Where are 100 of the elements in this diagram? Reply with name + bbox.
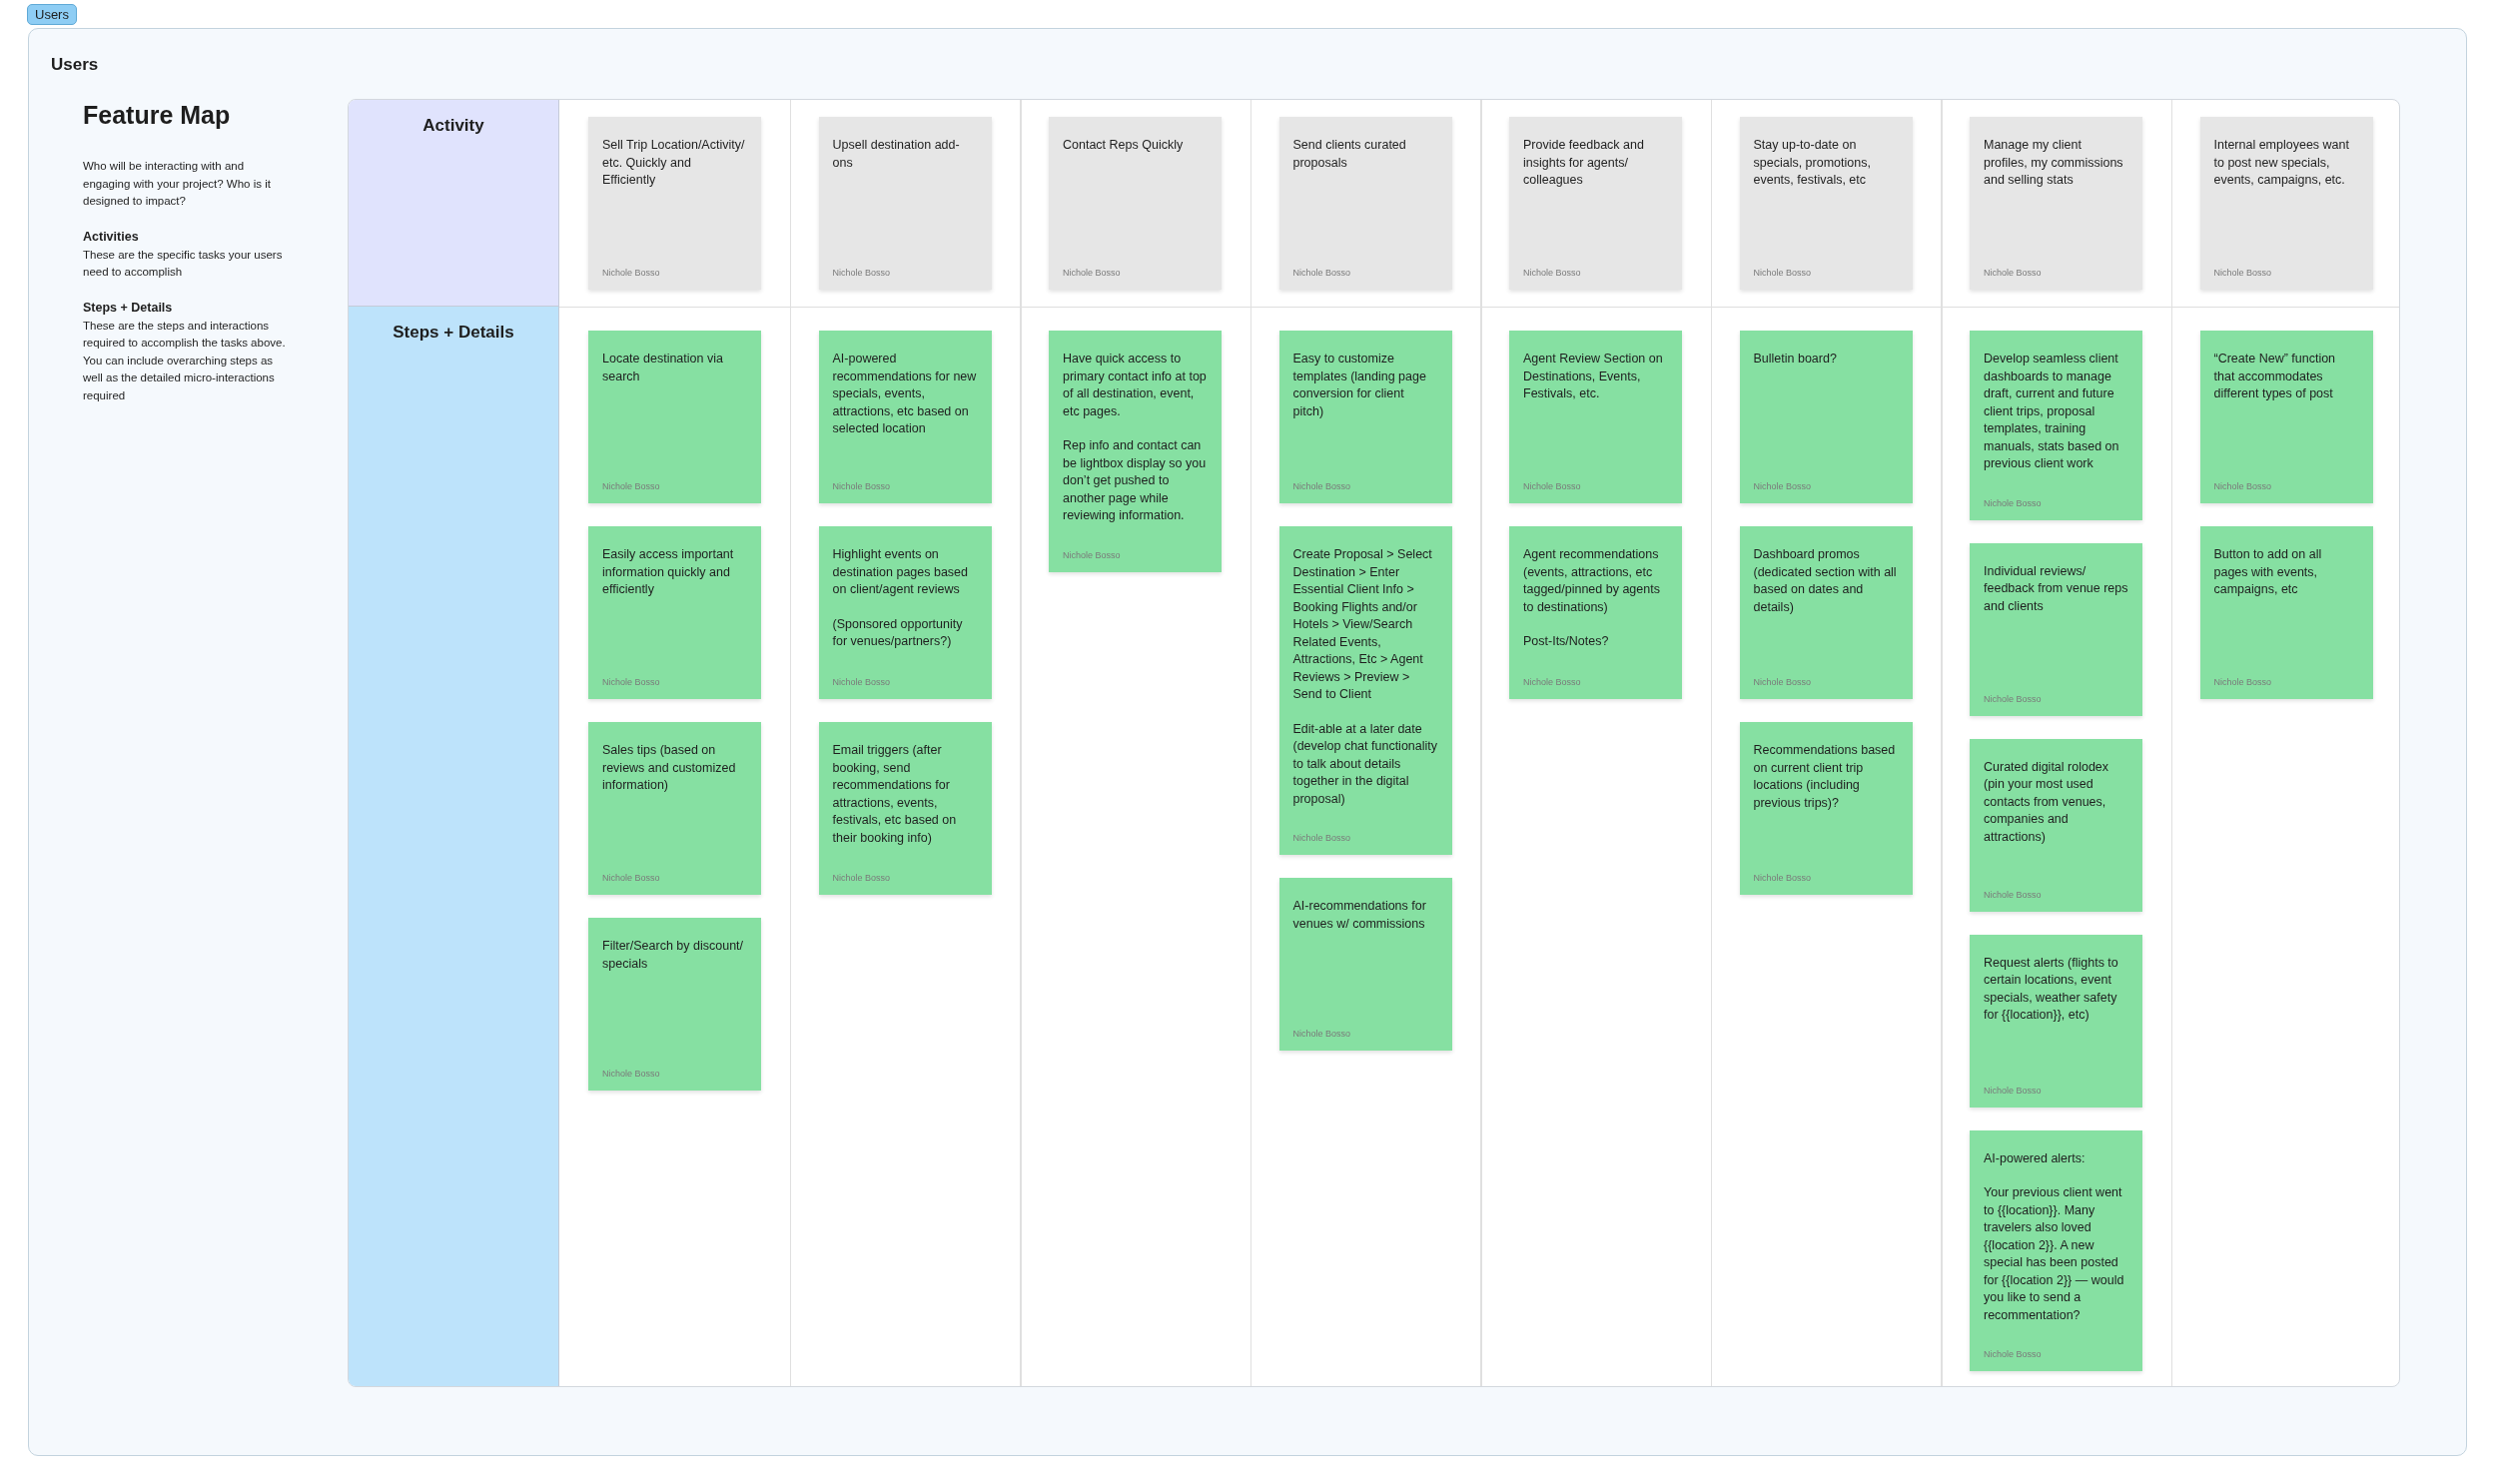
author-name: Nichole Bosso xyxy=(832,267,892,278)
row-header-title: Steps + Details xyxy=(392,323,515,343)
note-text: Curated digital rolodex (pin your most used contacts from venues, companies and attractions) xyxy=(1984,758,2110,846)
sticky-note xyxy=(1739,117,1913,290)
author-name: Nichole Bosso xyxy=(832,872,892,883)
sticky-note xyxy=(1509,526,1682,699)
sticky-note xyxy=(1970,117,2142,290)
sticky-note xyxy=(818,331,992,503)
note-text: Sales tips (based on reviews and customized information) xyxy=(602,742,737,794)
note-text: Individual reviews/ feedback from venue reps and clients xyxy=(1984,562,2128,615)
note-text: Your previous client went to {{location}}. Many travelers also loved {{location 2}}. A new special has been posted for {{location 2}} — would you like to send a recommentation? xyxy=(1984,1184,2125,1324)
note-text: Develop seamless client dashboards to manage draft, current and future client trips, proposal templates, training manuals, stats based on previous client work xyxy=(1984,351,2120,472)
sticky-note xyxy=(1049,117,1222,290)
author-name: Nichole Bosso xyxy=(1063,267,1122,278)
author-name: Nichole Bosso xyxy=(2213,676,2273,687)
sticky-note xyxy=(1278,117,1452,290)
note-text: Have quick access to primary contact info at top of all destination, event, etc pages. xyxy=(1063,351,1208,420)
sticky-note xyxy=(1509,117,1682,290)
sticky-note xyxy=(2199,117,2373,290)
note-text: Bulletin board? xyxy=(1753,351,1838,368)
author-name: Nichole Bosso xyxy=(1292,480,1352,491)
note-text: Rep info and contact can be lightbox display so you don’t get pushed to another page while reviewing information. xyxy=(1063,437,1208,524)
author-name: Nichole Bosso xyxy=(1523,676,1582,687)
author-name: Nichole Bosso xyxy=(602,480,661,491)
note-text: Agent recommendations (events, attractions, etc tagged/pinned by agents to destinations) xyxy=(1523,546,1661,616)
note-text: Highlight events on destination pages based on client/agent reviews xyxy=(832,546,970,598)
note-text: Post-Its/Notes? xyxy=(1523,633,1610,650)
author-name: Nichole Bosso xyxy=(602,1068,661,1079)
author-name: Nichole Bosso xyxy=(1984,496,2043,508)
author-name: Nichole Bosso xyxy=(1753,872,1813,883)
row-header-title: Activity xyxy=(421,116,485,136)
description-text: These are the specific tasks your users need to accomplish xyxy=(83,247,284,280)
author-name: Nichole Bosso xyxy=(1984,1348,2043,1359)
note-text: Contact Reps Quickly xyxy=(1063,137,1185,154)
note-text: Stay up-to-date on specials, promotions, events, festivals, etc xyxy=(1753,137,1872,189)
sticky-note xyxy=(1739,331,1913,503)
page-title: Feature Map xyxy=(83,101,231,130)
sticky-note xyxy=(1970,934,2142,1108)
frame-tag: Users xyxy=(27,4,77,25)
author-name: Nichole Bosso xyxy=(1523,480,1582,491)
note-text: Create Proposal > Select Destination > Enter Essential Client Info > Booking Flights and/or Hotels > View/Search Related Events, Attractions, Etc > Agent Reviews > Preview > Send to Client xyxy=(1292,546,1433,703)
author-name: Nichole Bosso xyxy=(1292,832,1352,843)
note-text: Easily access important information quickly and efficiently xyxy=(602,546,735,598)
note-text: Edit-able at a later date (develop chat functionality to talk about details together in the digital proposal) xyxy=(1292,720,1438,808)
author-name: Nichole Bosso xyxy=(1523,267,1582,278)
note-text: Request alerts (flights to certain locations, event specials, weather safety for {{location}}, etc) xyxy=(1984,954,2119,1024)
sticky-note xyxy=(1970,1129,2142,1371)
note-text: AI-powered recommendations for new specials, events, attractions, etc based on selected location xyxy=(832,351,978,437)
note-text: Easy to customize templates (landing page conversion for client pitch) xyxy=(1292,351,1427,420)
author-name: Nichole Bosso xyxy=(1292,267,1352,278)
description-text: Who will be interacting with and engaging with your project? Who is it designed to impact? xyxy=(83,159,272,209)
note-text: Button to add on all pages with events, campaigns, etc xyxy=(2213,546,2323,598)
sticky-note xyxy=(818,722,992,895)
author-name: Nichole Bosso xyxy=(1753,267,1813,278)
note-text: (Sponsored opportunity for venues/partners?) xyxy=(832,615,964,650)
sticky-note xyxy=(1970,738,2142,912)
author-name: Nichole Bosso xyxy=(1063,548,1122,560)
sticky-note xyxy=(1049,331,1222,572)
sticky-note xyxy=(2199,331,2373,503)
note-text: Send clients curated proposals xyxy=(1292,137,1407,172)
author-name: Nichole Bosso xyxy=(1753,676,1813,687)
note-text: Recommendations based on current client trip locations (including previous trips)? xyxy=(1753,742,1897,812)
note-text: Upsell destination add-ons xyxy=(832,137,961,172)
note-text: Dashboard promos (dedicated section with all based on dates and details) xyxy=(1753,546,1898,616)
author-name: Nichole Bosso xyxy=(1984,267,2043,278)
section-heading: Steps + Details xyxy=(83,299,173,317)
sticky-note xyxy=(1970,331,2142,520)
sticky-note xyxy=(1278,878,1452,1051)
note-text: Manage my client profiles, my commissions and selling stats xyxy=(1984,137,2124,189)
author-name: Nichole Bosso xyxy=(602,267,661,278)
author-name: Nichole Bosso xyxy=(832,480,892,491)
row-header xyxy=(349,307,559,1386)
author-name: Nichole Bosso xyxy=(2213,267,2273,278)
sticky-note xyxy=(1509,331,1682,503)
feature-table xyxy=(348,99,2400,1387)
section-heading: Activities xyxy=(83,228,139,246)
note-text: Provide feedback and insights for agents/ colleagues xyxy=(1523,137,1645,189)
author-name: Nichole Bosso xyxy=(1984,692,2043,704)
author-name: Nichole Bosso xyxy=(832,676,892,687)
sticky-note xyxy=(588,722,761,895)
note-text: Email triggers (after booking, send recommendations for attractions, events, festivals, etc based on their booking info) xyxy=(832,742,958,847)
note-text: Agent Review Section on Destinations, Events, Festivals, etc. xyxy=(1523,351,1664,402)
note-text: AI-powered alerts: xyxy=(1984,1149,2086,1167)
sticky-note xyxy=(1278,331,1452,503)
sticky-note xyxy=(588,331,761,503)
note-text: AI-recommendations for venues w/ commissions xyxy=(1292,898,1427,933)
author-name: Nichole Bosso xyxy=(1984,888,2043,900)
sticky-note xyxy=(588,526,761,699)
sticky-note xyxy=(818,117,992,290)
sticky-note xyxy=(2199,526,2373,699)
sticky-note xyxy=(588,918,761,1091)
sticky-note xyxy=(588,117,761,290)
sticky-note xyxy=(1739,722,1913,895)
author-name: Nichole Bosso xyxy=(1984,1084,2043,1096)
note-text: Filter/Search by discount/ specials xyxy=(602,938,745,973)
sticky-note xyxy=(1970,542,2142,716)
note-text: Internal employees want to post new specials, events, campaigns, etc. xyxy=(2213,137,2350,189)
note-text: Sell Trip Location/Activity/ etc. Quickly and Efficiently xyxy=(602,137,746,189)
author-name: Nichole Bosso xyxy=(1292,1028,1352,1039)
note-text: Locate destination via search xyxy=(602,351,724,385)
